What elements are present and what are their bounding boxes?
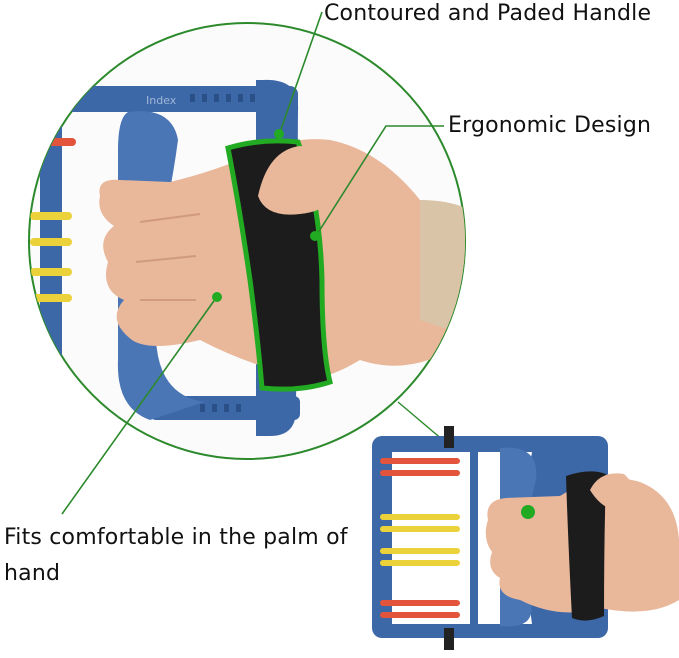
frame-top-bar [40, 86, 298, 112]
callout-dot-icon [212, 292, 222, 302]
wrist-sleeve [420, 200, 465, 340]
small-band-red-2 [380, 470, 460, 476]
callout-line-handle [279, 11, 323, 133]
small-band-yellow-3 [380, 548, 460, 554]
small-band-yellow-1 [380, 514, 460, 520]
frame-index-text: Index [146, 94, 177, 107]
small-clip-top [444, 426, 454, 448]
callout-dot-icon [274, 129, 284, 139]
callout-dot-icon [310, 231, 320, 241]
band-red [36, 138, 76, 146]
callout-line-ergonomic [315, 125, 444, 237]
band-yellow-2 [30, 238, 72, 246]
magnified-view: Index [28, 22, 466, 460]
band-yellow-1 [30, 212, 72, 220]
label-ergonomic-design: Ergonomic Design [448, 113, 652, 138]
thumb [258, 146, 337, 215]
band-yellow-3 [30, 268, 72, 276]
band-yellow-4 [30, 294, 72, 302]
small-band-yellow-4 [380, 560, 460, 566]
small-band-red-3 [380, 600, 460, 606]
small-band-red-4 [380, 612, 460, 618]
callout-dot-icon [521, 505, 535, 519]
small-clip-bottom [444, 628, 454, 650]
full-product-view [372, 426, 679, 650]
frame-left-rail [40, 112, 62, 412]
small-band-yellow-2 [380, 526, 460, 532]
callout-line-fits [61, 297, 217, 515]
small-thumb [590, 473, 634, 510]
small-frame-window [392, 452, 470, 624]
label-contoured-handle: Contoured and Paded Handle [324, 1, 652, 26]
small-foam-handle [566, 471, 606, 621]
label-fits-palm: Fits comfortable in the palm of hand [4, 525, 348, 586]
small-band-red-1 [380, 458, 460, 464]
